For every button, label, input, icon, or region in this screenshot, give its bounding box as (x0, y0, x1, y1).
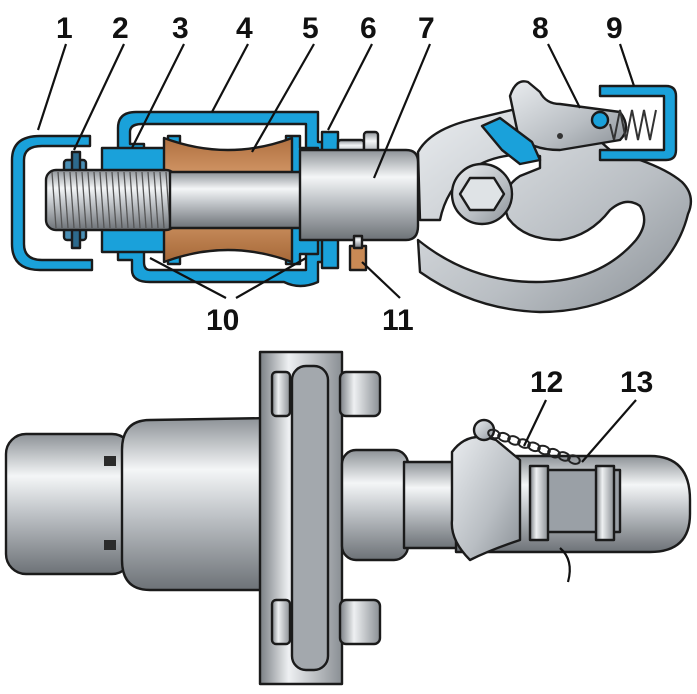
label-11: 11 (382, 304, 414, 337)
spring-coil (609, 109, 657, 141)
chain-link (567, 454, 581, 465)
label-13: 13 (620, 366, 653, 399)
label-3: 3 (172, 12, 189, 45)
thread-line (129, 171, 135, 229)
chain-link (547, 447, 561, 459)
bolt-tl (270, 370, 292, 418)
thread-line (99, 171, 105, 229)
plate-rib (290, 364, 330, 672)
fitting-stem (352, 234, 364, 250)
thread-line (93, 171, 99, 229)
latch-rivet (557, 133, 563, 139)
chain-link (527, 441, 541, 453)
callout-labels-top: 1 2 3 4 5 6 7 8 9 10 11 (56, 12, 623, 337)
label-12: 12 (530, 366, 563, 399)
cap-slot-bottom (104, 540, 116, 550)
thread-line (51, 171, 57, 229)
thread-line (87, 171, 93, 229)
chain-link (487, 428, 501, 440)
label-2: 2 (112, 12, 129, 45)
thread-line (147, 171, 153, 229)
thread-line (63, 171, 69, 229)
cotter-pin (559, 547, 571, 583)
thread-line (81, 171, 87, 229)
exterior-view: 12 13 (4, 350, 692, 686)
thread-line (123, 171, 129, 229)
thread-line (135, 171, 141, 229)
spring-path (609, 109, 657, 141)
thread-line (105, 171, 111, 229)
latch-top-view (528, 464, 550, 542)
thread-line (57, 171, 63, 229)
thread-line (153, 171, 159, 229)
callout-labels-bottom: 12 13 (530, 366, 653, 399)
chain-link (517, 438, 531, 449)
label-10: 10 (206, 304, 239, 337)
pin-clip (450, 435, 522, 562)
chain-link (537, 444, 551, 456)
chain-link (557, 451, 571, 462)
sectional-view: 1 2 3 4 5 6 7 8 9 10 11 (10, 12, 693, 337)
chain-link (507, 435, 521, 446)
thread-line (75, 171, 81, 229)
latch-bracket (480, 116, 542, 166)
bolt-bl (270, 598, 292, 646)
chain-link (497, 431, 511, 443)
latch-pin (590, 110, 610, 130)
thread-line (69, 171, 75, 229)
label-5: 5 (302, 12, 319, 45)
thread-line (141, 171, 147, 229)
label-4: 4 (236, 12, 253, 45)
nut-tr (338, 370, 382, 418)
shaft-part (168, 170, 308, 230)
exterior-cap (4, 432, 134, 576)
label-8: 8 (532, 12, 549, 45)
latch-arm-view (594, 464, 616, 542)
cap-part (10, 134, 94, 272)
cap-slot-top (104, 456, 116, 466)
spring-housing (598, 84, 678, 162)
pin-part (298, 148, 420, 242)
label-1: 1 (56, 12, 73, 45)
exterior-neck (340, 448, 410, 562)
label-7: 7 (418, 12, 435, 45)
grease-fitting (348, 244, 368, 272)
exterior-body (120, 416, 272, 592)
thread-line (159, 171, 165, 229)
thread-lines (51, 171, 171, 229)
pivot-bolt-icon (458, 176, 506, 212)
safety-chain (487, 428, 581, 465)
nut-br (338, 598, 382, 646)
leader-lines-top (36, 43, 636, 299)
label-9: 9 (606, 12, 623, 45)
thread-line (117, 171, 123, 229)
label-6: 6 (360, 12, 377, 45)
thread-line (111, 171, 117, 229)
leader-lines-bottom (523, 399, 637, 463)
